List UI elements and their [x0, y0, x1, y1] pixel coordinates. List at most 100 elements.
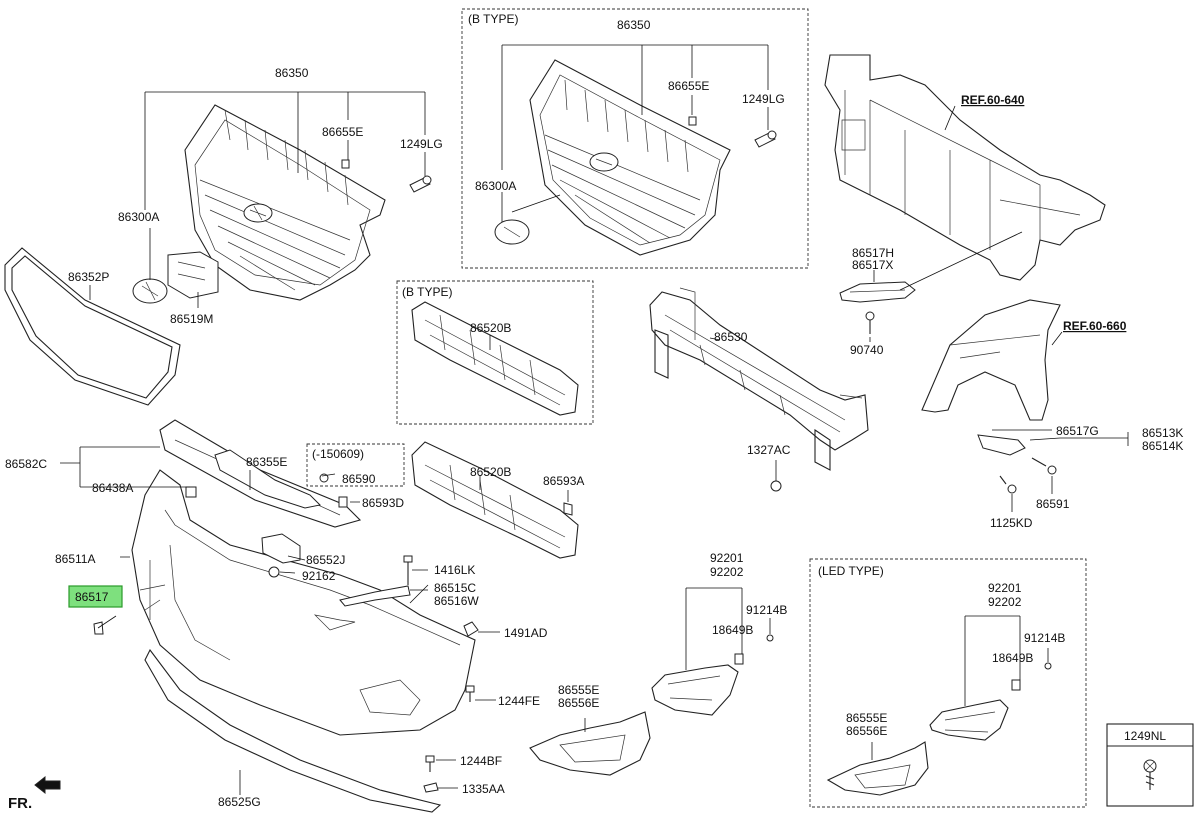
fastener-box-1249NL[interactable]: 1249NL — [1106, 723, 1194, 807]
bolt-1416LK[interactable] — [403, 555, 413, 585]
part-label: 1491AD — [504, 626, 548, 640]
part-label: 1335AA — [462, 782, 505, 796]
part-label: 86593D — [362, 496, 404, 510]
part-label: 86555E — [558, 683, 599, 697]
ref-label-fender[interactable]: REF.60-660 — [1063, 319, 1127, 333]
fender-ref-60-660[interactable] — [921, 299, 1061, 421]
part-label: 86530 — [714, 330, 748, 344]
part-label: 86582C — [5, 457, 47, 471]
nut-1491AD[interactable] — [463, 621, 479, 637]
group-label: (B TYPE) — [468, 12, 518, 26]
led-fog-bezel[interactable] — [826, 741, 929, 796]
led-bulb[interactable] — [1011, 679, 1021, 691]
led-screw[interactable] — [1044, 662, 1052, 670]
part-label: 86438A — [92, 481, 133, 495]
fender-bracket-86517G[interactable] — [977, 434, 1026, 456]
front-label: FR. — [8, 795, 32, 812]
part-label: 86591 — [1036, 497, 1070, 511]
nut-1327AC[interactable] — [770, 480, 782, 492]
b-type-grille[interactable] — [529, 59, 731, 256]
part-label-highlight[interactable]: 86517 — [75, 590, 109, 604]
part-label: 92201 — [710, 551, 744, 565]
part-label: 86552J — [306, 553, 345, 567]
part-label: 86517X — [852, 258, 893, 272]
part-label: 86556E — [558, 696, 599, 710]
part-label: 86514K — [1142, 439, 1183, 453]
part-label: 1249NL — [1124, 729, 1166, 743]
grille-bracket[interactable] — [167, 251, 219, 299]
clip-86438A[interactable] — [185, 486, 197, 498]
part-label: 92162 — [302, 569, 336, 583]
highlighted-part-86517[interactable]: 86517 — [68, 585, 123, 608]
part-label: 92202 — [988, 595, 1022, 609]
part-label: 86555E — [846, 711, 887, 725]
screw-91214B[interactable] — [766, 634, 774, 642]
b-type-absorber-group: (B TYPE) 86520B — [396, 280, 594, 425]
screw-90740[interactable] — [865, 311, 875, 334]
bracket-86552J[interactable] — [261, 533, 301, 564]
group-label: (B TYPE) — [402, 285, 452, 299]
screw-icon — [1143, 759, 1157, 790]
label-86350-main: 86350 — [275, 66, 309, 80]
fog-bezel-86555E[interactable] — [529, 711, 651, 776]
part-label: 86655E — [322, 125, 363, 139]
part-label: 86352P — [68, 270, 109, 284]
bumper-beam-86530[interactable] — [649, 287, 869, 471]
grille-clip[interactable] — [341, 159, 350, 169]
clip-86593A[interactable] — [563, 502, 573, 516]
clip-86593D[interactable] — [338, 496, 348, 508]
front-direction-indicator: FR. — [8, 775, 61, 812]
part-label: 92202 — [710, 565, 744, 579]
bracket-86355E[interactable] — [214, 449, 322, 509]
part-label: 92201 — [988, 581, 1022, 595]
bumper-cover-86511A[interactable] — [131, 469, 476, 736]
ref-label-carrier[interactable]: REF.60-640 — [961, 93, 1025, 107]
screw-86591[interactable] — [1031, 457, 1057, 475]
lower-lip-86525G[interactable] — [144, 648, 442, 813]
screw-92162[interactable] — [268, 566, 280, 578]
carrier-ref-60-640[interactable] — [824, 54, 1106, 281]
energy-absorber-b-type[interactable] — [411, 301, 579, 416]
part-label: 86593A — [543, 474, 584, 488]
part-label: 86517G — [1056, 424, 1099, 438]
led-fog-lamp[interactable] — [929, 699, 1009, 741]
clip-1335AA[interactable] — [423, 782, 439, 793]
grille-screw[interactable] — [409, 175, 432, 193]
screw-1244BF[interactable] — [425, 755, 435, 772]
part-label: 86556E — [846, 724, 887, 738]
part-label: 1249LG — [400, 137, 443, 151]
part-label: 1125KD — [990, 516, 1033, 530]
part-label: 86520B — [470, 465, 511, 479]
b-type-grille-group: (B TYPE) 86350 86655E 1249LG 86300A — [461, 8, 809, 269]
bracket-86517H[interactable] — [839, 281, 916, 303]
part-label: 86519M — [170, 312, 213, 326]
fog-lamp-92201[interactable] — [651, 664, 739, 716]
part-label: 86300A — [475, 179, 516, 193]
emblem-86300A[interactable] — [132, 278, 168, 304]
part-label: 86350 — [617, 18, 651, 32]
part-label: 86590 — [342, 472, 376, 486]
part-label: 86515C — [434, 581, 476, 595]
bulb-18649B[interactable] — [734, 653, 744, 665]
b-type-clip[interactable] — [688, 116, 697, 126]
part-label: 86355E — [246, 455, 287, 469]
group-label: (-150609) — [312, 447, 364, 461]
part-label: 90740 — [850, 343, 884, 357]
part-label: 86525G — [218, 795, 261, 809]
grille-molding-86352P[interactable] — [4, 247, 181, 406]
group-label: (LED TYPE) — [818, 564, 884, 578]
part-label: 86516W — [434, 594, 479, 608]
led-type-group: (LED TYPE) 92201 92202 91214B 18649B 865… — [809, 558, 1087, 808]
garnish-86515C[interactable] — [339, 585, 411, 607]
b-type-emblem[interactable] — [494, 219, 530, 245]
screw-1244FE[interactable] — [465, 685, 475, 702]
radiator-grille-assembly[interactable] — [184, 104, 386, 301]
serial-note-group: (-150609) 86590 — [306, 443, 405, 487]
part-label: 1416LK — [434, 563, 475, 577]
part-label: 86513K — [1142, 426, 1183, 440]
screw-1125KD[interactable] — [999, 475, 1017, 494]
part-label: 1249LG — [742, 92, 785, 106]
energy-absorber-86520B[interactable] — [411, 441, 579, 559]
b-type-screw[interactable] — [754, 130, 777, 148]
